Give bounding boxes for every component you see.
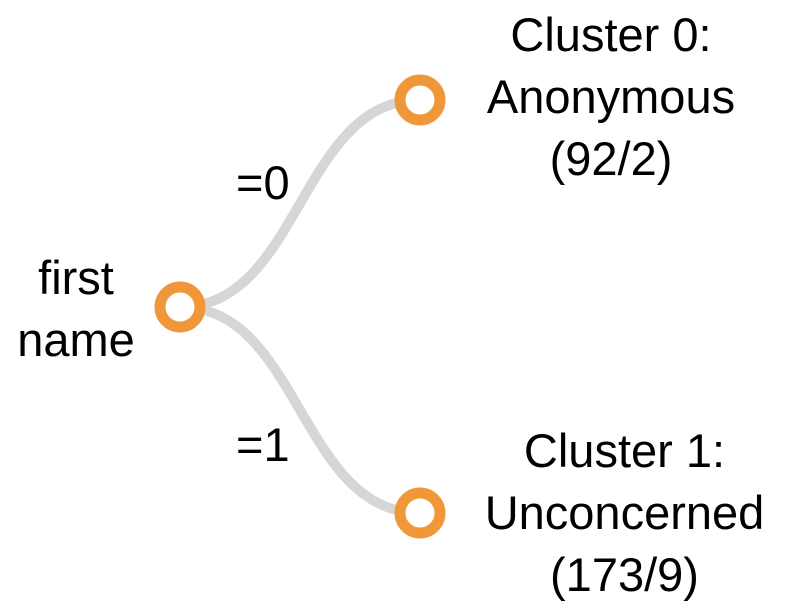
root-node[interactable] <box>154 281 206 333</box>
edge-label-0: =0 <box>236 156 290 209</box>
leaf-node-1[interactable] <box>394 487 446 539</box>
leaf-node-0[interactable] <box>394 74 446 126</box>
cluster-count: (92/2) <box>549 132 673 185</box>
cluster-count: (173/9) <box>550 548 699 601</box>
leaf-node-1-label: Cluster 1: Unconcerned (173/9) <box>452 420 797 606</box>
cluster-name: Unconcerned <box>484 486 765 539</box>
cluster-title: Cluster 1: <box>523 424 726 477</box>
root-node-label: first name <box>0 247 152 371</box>
cluster-name: Anonymous <box>486 70 736 123</box>
leaf-node-0-label: Cluster 0: Anonymous (92/2) <box>452 4 770 190</box>
root-label-line: name <box>17 313 135 366</box>
cluster-title: Cluster 0: <box>510 8 712 61</box>
tree-link-0 <box>175 95 425 312</box>
edge-label-1: =1 <box>236 418 290 471</box>
root-label-line: first <box>38 251 114 304</box>
tree-link-1 <box>175 302 425 518</box>
